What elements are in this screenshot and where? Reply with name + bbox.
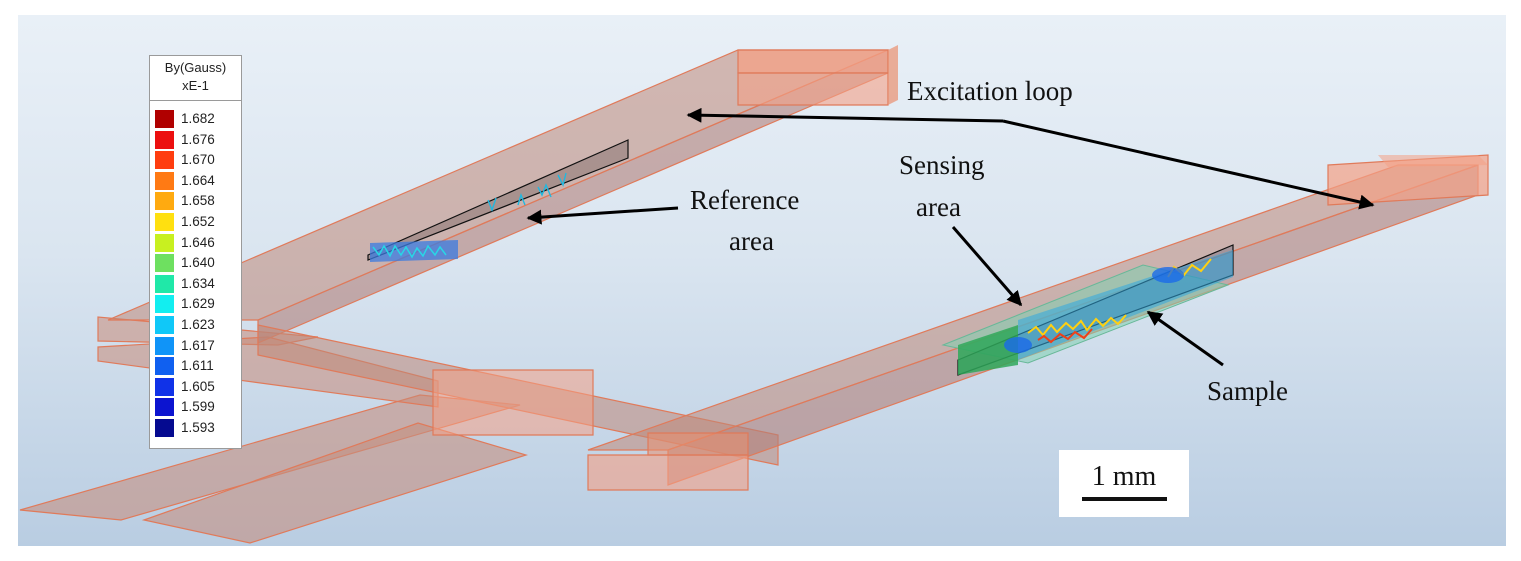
label-sample: Sample [1207,376,1288,406]
legend-value: 1.664 [181,172,215,188]
legend-row: 1.670 [155,150,239,171]
legend-swatch [155,398,174,417]
legend-swatch [155,192,174,211]
reference-area-field [367,139,629,262]
legend-value: 1.646 [181,234,215,250]
legend-row: 1.593 [155,418,239,439]
legend-row: 1.617 [155,336,239,357]
legend-swatch [155,377,174,396]
legend-value: 1.670 [181,152,215,168]
label-sensing-area: area [916,192,961,222]
legend-row: 1.634 [155,274,239,295]
annotation-arrows [526,107,1375,367]
legend-value: 1.640 [181,255,215,271]
legend-value: 1.623 [181,316,215,332]
legend-value: 1.629 [181,296,215,312]
legend-swatch [155,151,174,170]
legend-row: 1.629 [155,294,239,315]
label-excitation-loop: Excitation loop [907,76,1073,106]
excitation-arrow-left [686,107,1004,123]
legend-swatch [155,357,174,376]
legend-value: 1.617 [181,337,215,353]
legend-row: 1.640 [155,253,239,274]
legend-row: 1.605 [155,377,239,398]
excitation-arrow-right [1002,119,1375,210]
label-reference-area: area [729,226,774,256]
legend-row: 1.682 [155,109,239,130]
legend-row: 1.611 [155,356,239,377]
scale-bar-label: 1 mm [1091,461,1157,492]
legend-swatch [155,233,174,252]
legend-divider [150,100,241,101]
label-reference: Reference [690,185,800,215]
loop-geometry [19,45,1489,544]
legend-value: 1.634 [181,275,215,291]
legend-row: 1.664 [155,171,239,192]
simulation-viewport [18,15,1506,546]
sensing-area-field [941,244,1234,376]
legend-row: 1.646 [155,233,239,254]
legend-swatch [155,171,174,190]
legend-row: 1.658 [155,191,239,212]
legend-swatch [155,274,174,293]
legend-title: By(Gauss) [164,60,227,75]
legend-row: 1.623 [155,315,239,336]
legend-swatch [155,315,174,334]
colorbar-legend: By(Gauss) xE-1 1.682 1.676 1.670 1.664 1.658… [149,55,242,449]
sensing-arrow [951,226,1023,307]
legend-swatch [155,212,174,231]
legend-multiplier: xE-1 [182,78,209,93]
scale-bar-box: 1 mm [1059,450,1189,517]
legend-swatch [155,130,174,149]
scale-bar-line [1082,497,1167,501]
legend-swatch [155,295,174,314]
label-sensing: Sensing [899,150,985,180]
legend-value: 1.605 [181,378,215,394]
legend-value: 1.652 [181,213,215,229]
legend-value: 1.658 [181,193,215,209]
legend-value: 1.593 [181,419,215,435]
legend-swatch [155,336,174,355]
legend-value: 1.611 [181,358,214,374]
legend-swatch [155,254,174,273]
legend-row: 1.652 [155,212,239,233]
legend-value: 1.599 [181,399,215,415]
legend-swatch [155,110,174,128]
legend-row: 1.676 [155,130,239,151]
legend-value: 1.676 [181,131,215,147]
legend-rows: 1.682 1.676 1.670 1.664 1.658 1.652 1.646 1.640… [155,109,239,439]
legend-swatch [155,418,174,437]
sample-arrow [1146,310,1224,367]
legend-row: 1.599 [155,397,239,418]
legend-value: 1.682 [181,111,215,126]
reference-arrow [526,206,679,225]
